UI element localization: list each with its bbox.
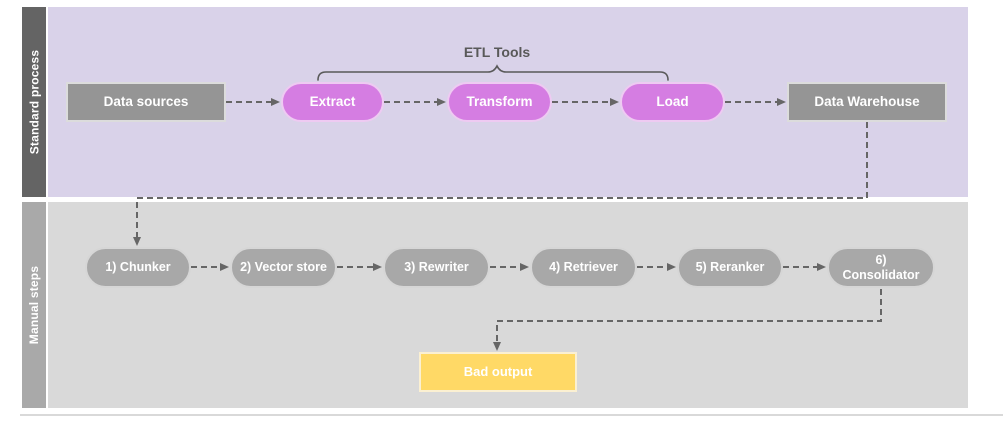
node-bad-output: Bad output — [419, 352, 577, 392]
node-data-sources: Data sources — [66, 82, 226, 122]
node-data-warehouse: Data Warehouse — [787, 82, 947, 122]
node-load: Load — [620, 82, 725, 122]
lane-manual-steps-header: Manual steps — [22, 202, 46, 408]
node-extract: Extract — [281, 82, 384, 122]
node-vector-store: 2) Vector store — [230, 247, 337, 288]
node-rewriter: 3) Rewriter — [383, 247, 490, 288]
node-chunker: 1) Chunker — [85, 247, 191, 288]
page-divider — [20, 414, 1003, 416]
node-transform: Transform — [447, 82, 552, 122]
node-retriever: 4) Retriever — [530, 247, 637, 288]
lane-manual-steps-label: Manual steps — [27, 265, 42, 345]
lane-standard-process-label: Standard process — [27, 49, 42, 155]
node-consolidator: 6) Consolidator — [827, 247, 935, 288]
lane-standard-process-header: Standard process — [22, 7, 46, 197]
node-reranker: 5) Reranker — [677, 247, 783, 288]
etl-tools-label: ETL Tools — [463, 44, 531, 60]
